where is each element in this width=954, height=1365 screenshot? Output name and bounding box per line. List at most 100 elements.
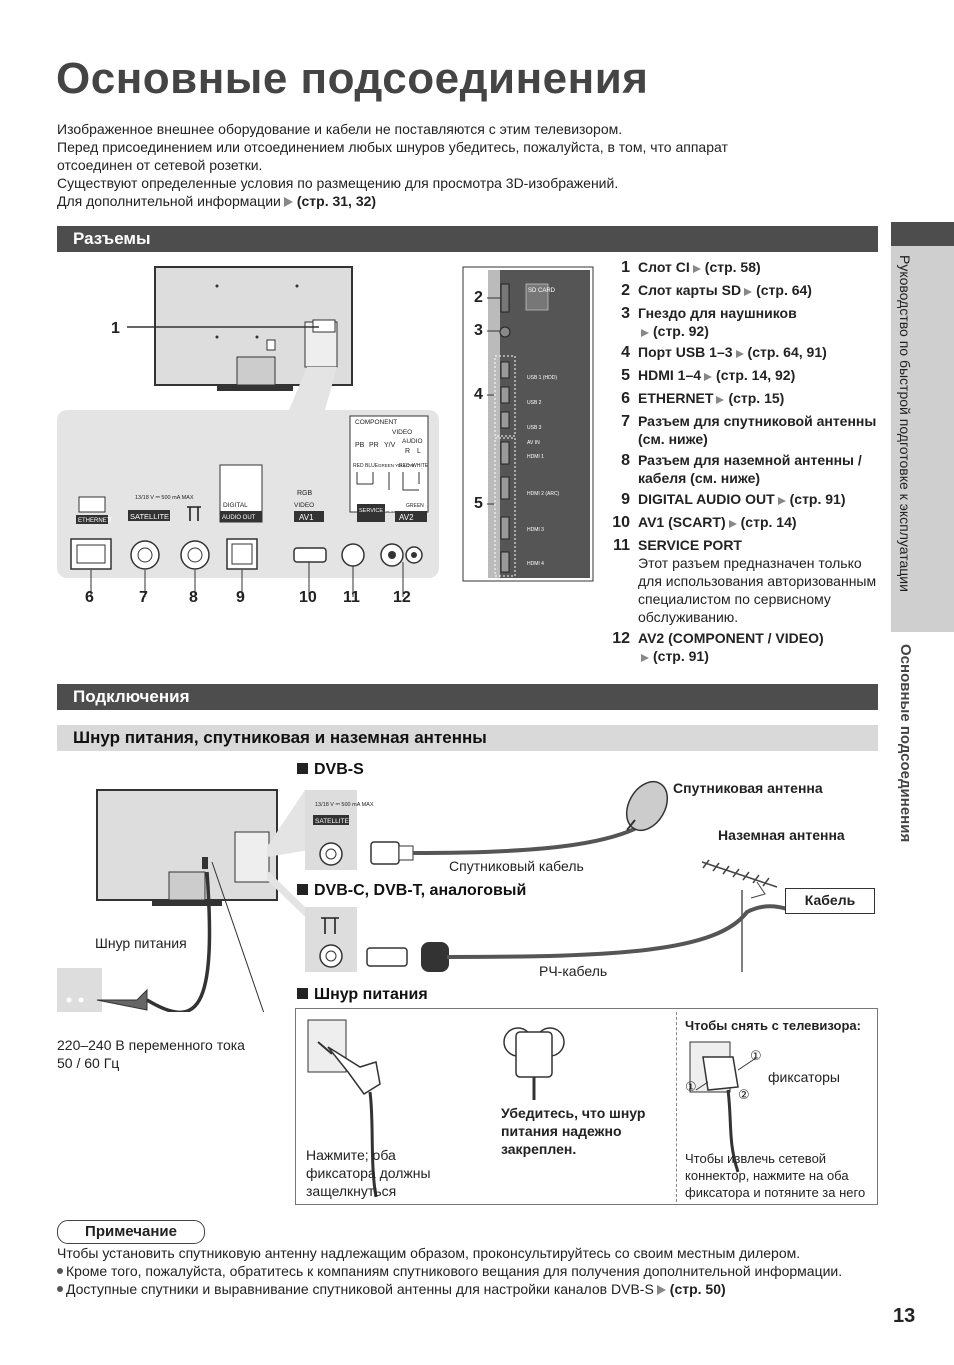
terrestrial-antenna-icon: [701, 859, 778, 972]
marker-2: ②: [738, 1087, 750, 1102]
callout-7: 7: [139, 589, 148, 606]
terrestrial-port: [180, 506, 210, 570]
subsection-antenna: Шнур питания, спутниковая и наземная ант…: [57, 725, 878, 751]
arrow-icon: [656, 1285, 666, 1295]
label-voltage-1: 220–240 В переменного тока: [57, 1037, 245, 1053]
remove-title: Чтобы снять с телевизора:: [685, 1018, 861, 1033]
press-text: Нажмите; оба фиксатора должны защелкнуть…: [306, 1147, 431, 1199]
svg-text:BLUE: BLUE: [365, 463, 379, 469]
arrow-icon: [716, 396, 725, 404]
label-sat-antenna: Спутниковая антенна: [673, 780, 823, 796]
section-connectors: Разъемы: [57, 226, 878, 252]
note-line-3: Доступные спутники и выравнивание спутни…: [57, 1280, 897, 1298]
callout-10: 10: [299, 589, 317, 606]
callout-1: 1: [111, 320, 120, 337]
svg-text:COMPONENT: COMPONENT: [355, 419, 397, 426]
power-connector-insert-icon: [307, 1019, 381, 1198]
power-cord-box: [295, 1008, 878, 1205]
marker-1-top: ①: [750, 1048, 762, 1063]
power-cord-illustrations: [307, 1019, 757, 1198]
square-bullet-icon: [297, 884, 308, 895]
svg-text:VIDEO: VIDEO: [392, 429, 412, 436]
tv-rear-view-small: [96, 789, 278, 906]
callout-8: 8: [189, 589, 198, 606]
side-port-panel: SD CARD USB 1 (HDD) USB 2 USB 3 AV IN HD…: [462, 266, 594, 582]
callout-11: 11: [343, 589, 360, 606]
arrow-icon: [735, 350, 744, 358]
svg-text:SERVICE PORT: SERVICE PORT: [359, 508, 400, 514]
svg-text:USB 3: USB 3: [527, 425, 542, 431]
page-number: 13: [893, 1305, 916, 1327]
svg-text:RED: RED: [353, 463, 364, 469]
power-plug-icon: [57, 861, 265, 1012]
label-power-cord: Шнур питания: [95, 935, 187, 951]
svg-text:HDMI 3: HDMI 3: [527, 527, 544, 533]
power-connector-secured-icon: [503, 1027, 565, 1100]
arrow-icon: [283, 197, 293, 207]
ethernet-port: ETHERNET ETHERNET: [70, 496, 113, 570]
remove-text: Чтобы извлечь сетевой коннектор, нажмите…: [685, 1151, 866, 1200]
satellite-connector-closeup: 13/18 V ⎓ 500 mA MAX SATELLITE: [305, 790, 374, 870]
svg-text:L: L: [417, 448, 421, 455]
connector-diagram: ETHERNET ETHERNET 13/18 V ⎓ 500 mA MAX S…: [57, 266, 594, 597]
av2-port: [380, 543, 423, 567]
svg-text:HDMI 4: HDMI 4: [527, 561, 544, 567]
intro-line-5-text: Для дополнительной информации: [57, 193, 281, 209]
component-block: COMPONENT VIDEO AUDIO PB PR Y/V R L RED …: [349, 415, 429, 522]
satellite-dish-icon: [625, 781, 669, 831]
satellite-port: 13/18 V ⎓ 500 mA MAX SATELLITE: [128, 495, 194, 570]
arrow-icon: [744, 288, 753, 296]
label-rf-cable: РЧ-кабель: [539, 963, 608, 979]
digital-audio-port: DIGITAL AUDIO OUT: [219, 464, 263, 570]
intro-page-ref: (стр. 31, 32): [296, 193, 377, 209]
side-tab: [891, 222, 954, 632]
intro-line-1: Изображенное внешнее оборудование и кабе…: [57, 121, 623, 137]
svg-text:Y/V: Y/V: [384, 442, 396, 449]
digital-audio-label-1: DIGITAL: [223, 502, 248, 509]
divider: [676, 1012, 678, 1202]
svg-text:13/18 V ⎓ 500 mA MAX: 13/18 V ⎓ 500 mA MAX: [315, 802, 374, 808]
intro-line-2: Перед присоединением или отсоединением л…: [57, 139, 728, 155]
note-line-2: Кроме того, пожалуйста, обратитесь к ком…: [57, 1262, 897, 1280]
arrow-icon: [692, 265, 701, 273]
callout-12: 12: [393, 589, 411, 606]
label-dvbc: DVB-C, DVB-T, аналоговый: [297, 882, 526, 900]
svg-text:AV IN: AV IN: [527, 440, 540, 446]
terrestrial-connector-closeup: [305, 907, 357, 972]
marker-1-left: ①: [685, 1079, 697, 1094]
callout-5: 5: [474, 495, 483, 512]
arrow-icon: [728, 520, 737, 528]
intro-line-5: Для дополнительной информации (стр. 31, 3…: [57, 192, 837, 210]
ensure-text: Убедитесь, что шнур питания надежно закр…: [501, 1105, 646, 1157]
svg-text:RED: RED: [399, 463, 410, 469]
bullet-icon: [57, 1268, 63, 1274]
label-terr-antenna: Наземная антенна: [718, 827, 845, 843]
svg-text:USB 1 (HDD): USB 1 (HDD): [527, 375, 557, 381]
label-dvbs: DVB-S: [297, 761, 364, 779]
intro-line-3: отсоединен от сетевой розетки.: [57, 157, 263, 173]
label-voltage-2: 50 / 60 Гц: [57, 1055, 120, 1071]
svg-text:PR: PR: [369, 442, 379, 449]
svg-text:SATELLITE: SATELLITE: [315, 818, 350, 825]
note-label: Примечание: [57, 1220, 205, 1244]
side-tab-marker: [891, 222, 954, 246]
svg-text:PB: PB: [355, 442, 365, 449]
callout-3: 3: [474, 322, 483, 339]
page-title: Основные подсоединения: [56, 54, 649, 103]
arrow-icon: [704, 373, 713, 381]
callout-2: 2: [474, 289, 483, 306]
svg-text:USB 2: USB 2: [527, 400, 542, 406]
callout-6: 6: [85, 589, 94, 606]
square-bullet-icon: [297, 763, 308, 774]
section-connections: Подключения: [57, 684, 878, 710]
